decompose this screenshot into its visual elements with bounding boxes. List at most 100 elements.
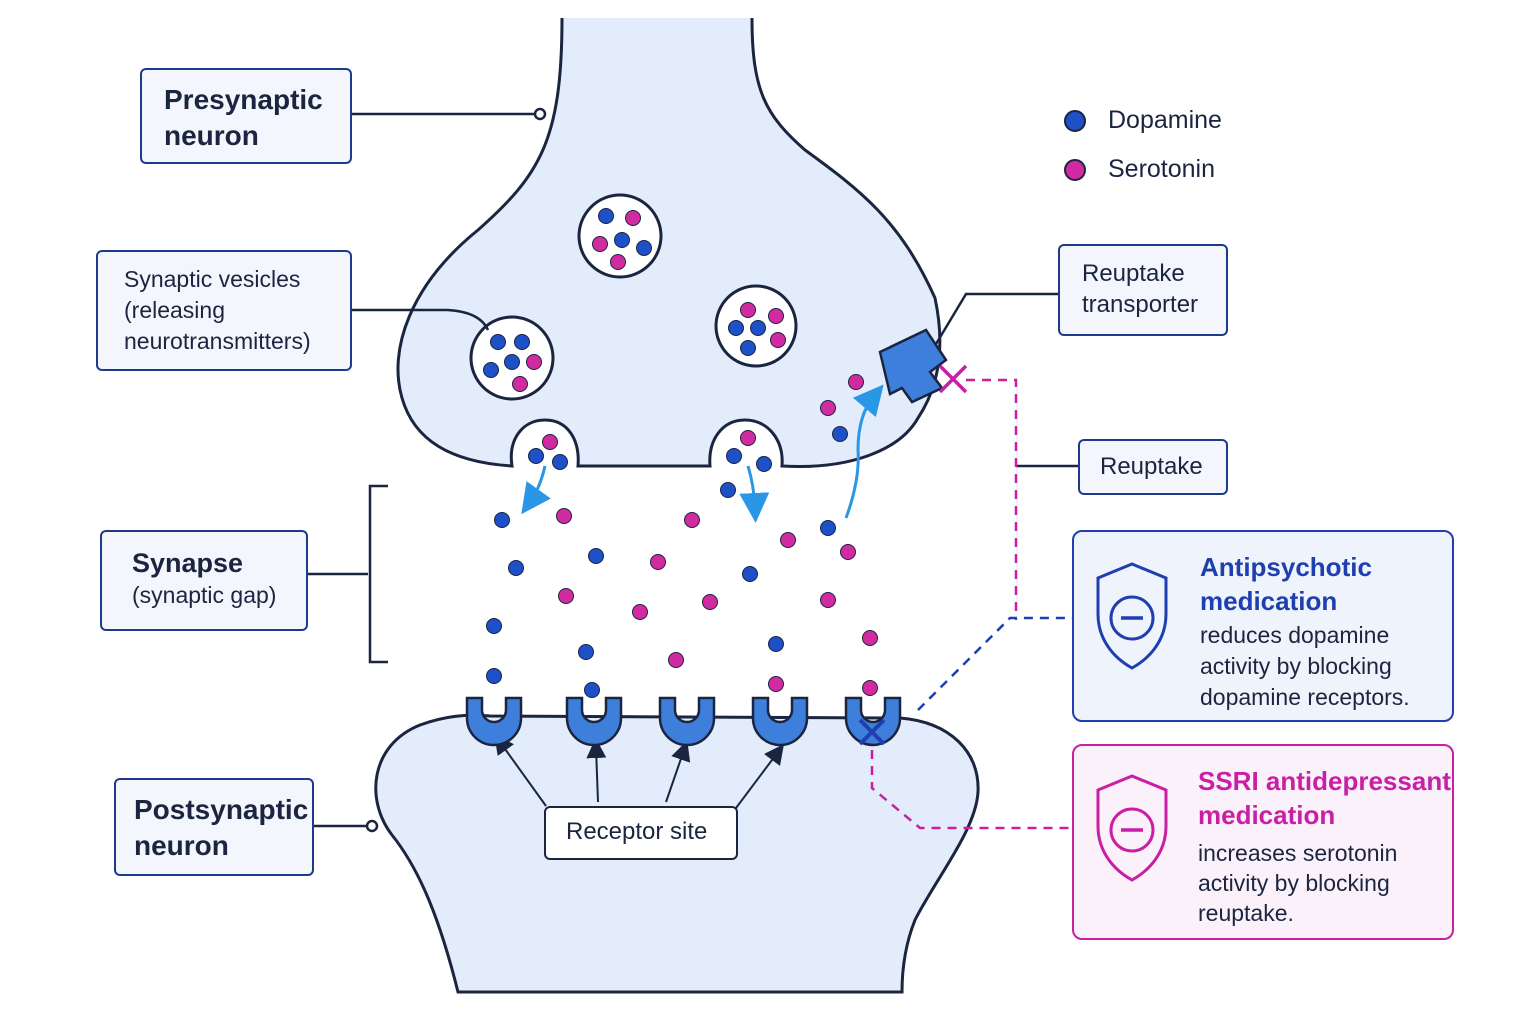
dopamine-molecule — [756, 456, 772, 472]
receptor-arrow — [735, 744, 784, 809]
vesicles-label-line2: (releasing — [124, 297, 225, 323]
synapse-label-box: Synapse (synaptic gap) — [100, 530, 308, 631]
serotonin-molecule — [780, 532, 796, 548]
dopamine-molecule — [720, 482, 736, 498]
dopamine-molecule — [742, 566, 758, 582]
dopamine-molecule — [740, 340, 756, 356]
serotonin-molecule — [632, 604, 648, 620]
dopamine-molecule — [750, 320, 766, 336]
ssri-dashed-connector — [870, 378, 1072, 830]
dopamine-molecule — [588, 548, 604, 564]
dopamine-molecule — [820, 520, 836, 536]
reuptake-transporter-label-box: Reuptake transporter — [1058, 244, 1228, 336]
reuptake-label: Reuptake — [1100, 453, 1203, 480]
shield-minus-icon — [1096, 774, 1168, 882]
receptor-block-x-icon — [858, 718, 886, 746]
antipsychotic-dashed-connector — [917, 616, 1072, 711]
serotonin-molecule — [625, 210, 641, 226]
synapse-title: Synapse — [132, 548, 244, 578]
receptor-arrow — [586, 738, 607, 803]
presynaptic-label-line1: Presynaptic — [164, 84, 323, 115]
serotonin-molecule — [542, 434, 558, 450]
serotonin-molecule — [592, 236, 608, 252]
dopamine-molecule — [514, 334, 530, 350]
dopamine-molecule — [552, 454, 568, 470]
serotonin-molecule — [556, 508, 572, 524]
vesicles-label-box: Synaptic vesicles (releasing neurotransm… — [96, 250, 352, 371]
dopamine-molecule — [584, 682, 600, 698]
vesicles-label-line3: neurotransmitters) — [124, 328, 311, 354]
reuptake-label-box: Reuptake — [1078, 439, 1228, 495]
postsynaptic-label-line2: neuron — [134, 830, 229, 861]
release-arrow — [521, 465, 551, 515]
dopamine-molecule — [528, 448, 544, 464]
dopamine-molecule — [726, 448, 742, 464]
serotonin-molecule — [820, 400, 836, 416]
serotonin-molecule — [862, 680, 878, 696]
synapse-bracket — [368, 484, 388, 664]
legend-serotonin: Serotonin — [1064, 155, 1215, 184]
dopamine-molecule — [578, 644, 594, 660]
receptor — [565, 696, 623, 747]
postsynaptic-label-line1: Postsynaptic — [134, 794, 309, 825]
shield-minus-icon — [1096, 562, 1168, 670]
serotonin-molecule — [770, 332, 786, 348]
serotonin-molecule — [684, 512, 700, 528]
dopamine-molecule — [832, 426, 848, 442]
serotonin-molecule — [668, 652, 684, 668]
dopamine-molecule — [494, 512, 510, 528]
serotonin-molecule — [512, 376, 528, 392]
serotonin-molecule — [740, 302, 756, 318]
serotonin-molecule — [840, 544, 856, 560]
serotonin-molecule — [820, 592, 836, 608]
antipsychotic-title-line1: Antipsychotic — [1200, 552, 1372, 582]
receptor-arrow — [665, 740, 691, 803]
serotonin-molecule — [558, 588, 574, 604]
receptor — [658, 696, 716, 747]
dopamine-molecule — [508, 560, 524, 576]
dopamine-molecule — [614, 232, 630, 248]
ssri-desc-line1: increases serotonin — [1198, 840, 1398, 866]
dopamine-molecule — [483, 362, 499, 378]
antipsychotic-desc-line3: dopamine receptors. — [1200, 684, 1410, 710]
serotonin-molecule — [702, 594, 718, 610]
serotonin-molecule — [650, 554, 666, 570]
reuptake-transporter-line1: Reuptake — [1082, 260, 1185, 287]
antipsychotic-box: Antipsychotic medication reduces dopamin… — [1072, 530, 1454, 722]
synapse-subtitle: (synaptic gap) — [132, 582, 277, 608]
antipsychotic-desc-line1: reduces dopamine — [1200, 622, 1390, 648]
serotonin-molecule — [610, 254, 626, 270]
vesicle-leader — [447, 308, 490, 331]
reuptake-block-x-icon — [938, 364, 968, 394]
serotonin-molecule — [848, 374, 864, 390]
dopamine-molecule — [504, 354, 520, 370]
ssri-title-line1: SSRI antidepressant — [1198, 766, 1451, 796]
serotonin-dot-icon — [1064, 158, 1086, 181]
dopamine-molecule — [598, 208, 614, 224]
dopamine-molecule — [768, 636, 784, 652]
reuptake-arrow — [844, 384, 884, 519]
presynaptic-neuron-shape — [396, 17, 942, 469]
receptor-site-label: Receptor site — [566, 818, 708, 845]
presynaptic-label-line2: neuron — [164, 120, 259, 151]
reuptake-transporter-line2: transporter — [1082, 291, 1199, 318]
blocked-receptor — [844, 696, 902, 747]
dopamine-dot-icon — [1064, 109, 1086, 132]
legend-serotonin-label: Serotonin — [1108, 155, 1216, 183]
antipsychotic-desc-line2: activity by blocking — [1200, 653, 1392, 679]
receptor — [751, 696, 809, 747]
serotonin-molecule — [862, 630, 878, 646]
ssri-desc-line2: activity by blocking — [1198, 870, 1390, 896]
serotonin-molecule — [768, 676, 784, 692]
legend-dopamine-label: Dopamine — [1108, 106, 1222, 134]
postsynaptic-label-box: Postsynaptic neuron — [114, 778, 314, 876]
dopamine-molecule — [486, 668, 502, 684]
dopamine-molecule — [486, 618, 502, 634]
vesicles-label-line1: Synaptic vesicles — [124, 266, 301, 292]
serotonin-molecule — [526, 354, 542, 370]
receptor — [465, 696, 523, 747]
serotonin-molecule — [768, 308, 784, 324]
release-arrow — [739, 465, 770, 523]
legend-dopamine: Dopamine — [1064, 106, 1222, 135]
ssri-box: SSRI antidepressant medication increases… — [1072, 744, 1454, 940]
